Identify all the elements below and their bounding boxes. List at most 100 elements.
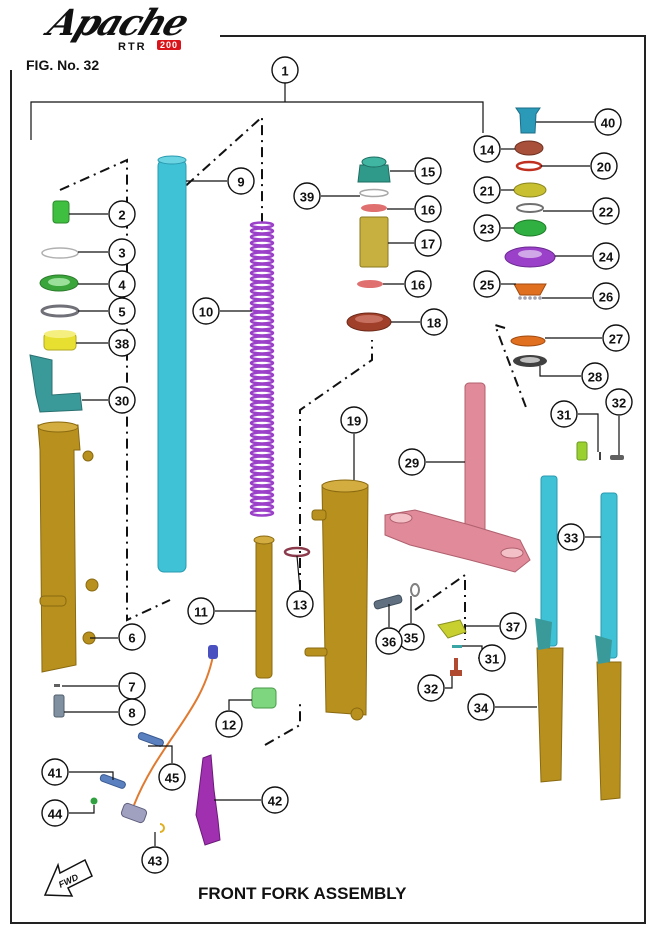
part-41-bolt-alt[interactable] xyxy=(137,732,164,747)
callout-13[interactable]: 13 xyxy=(286,590,314,618)
part-9-inner-tube[interactable] xyxy=(157,159,187,573)
spring-coil xyxy=(249,311,275,319)
part-8-bolt[interactable] xyxy=(53,694,65,718)
callout-2[interactable]: 2 xyxy=(108,200,136,228)
part-32-bolt-upper[interactable] xyxy=(610,455,624,460)
part-25-race[interactable] xyxy=(513,283,547,296)
callout-32[interactable]: 32 xyxy=(605,388,633,416)
callout-36[interactable]: 36 xyxy=(375,627,403,655)
callout-27[interactable]: 27 xyxy=(602,324,630,352)
callout-5[interactable]: 5 xyxy=(108,297,136,325)
callout-31[interactable]: 31 xyxy=(478,644,506,672)
callout-21[interactable]: 21 xyxy=(473,176,501,204)
callout-11[interactable]: 11 xyxy=(187,597,215,625)
part-34-fork-left[interactable] xyxy=(536,647,564,783)
part-29-bracket[interactable] xyxy=(384,509,531,573)
part-6-outer-tube[interactable] xyxy=(37,424,81,673)
part-19-outer-tube[interactable] xyxy=(321,484,369,716)
callout-32[interactable]: 32 xyxy=(417,674,445,702)
part-5-washer[interactable] xyxy=(40,304,80,318)
part-7-washer[interactable] xyxy=(54,684,60,687)
callout-29[interactable]: 29 xyxy=(398,448,426,476)
callout-37[interactable]: 37 xyxy=(499,612,527,640)
callout-7[interactable]: 7 xyxy=(118,672,146,700)
part-33-inner-tube-right[interactable] xyxy=(600,492,618,659)
part-39-oring[interactable] xyxy=(359,188,389,198)
part-15-cap[interactable] xyxy=(357,164,391,183)
part-13-oring[interactable] xyxy=(283,546,311,558)
callout-44[interactable]: 44 xyxy=(41,799,69,827)
callout-12[interactable]: 12 xyxy=(215,710,243,738)
callout-24[interactable]: 24 xyxy=(592,242,620,270)
callout-circle xyxy=(41,758,69,786)
part-26-balls[interactable] xyxy=(518,296,542,300)
callout-38[interactable]: 38 xyxy=(108,329,136,357)
callout-6[interactable]: 6 xyxy=(118,623,146,651)
part-36-bolt[interactable] xyxy=(373,594,403,610)
callout-30[interactable]: 30 xyxy=(108,386,136,414)
callout-10[interactable]: 10 xyxy=(192,297,220,325)
callout-19[interactable]: 19 xyxy=(340,406,368,434)
callout-18[interactable]: 18 xyxy=(420,308,448,336)
part-2-adjuster[interactable] xyxy=(52,200,70,224)
callout-14[interactable]: 14 xyxy=(473,135,501,163)
part-20-oring[interactable] xyxy=(515,160,543,172)
callout-35[interactable]: 35 xyxy=(397,623,425,651)
callout-17[interactable]: 17 xyxy=(414,229,442,257)
part-34-fork-right[interactable] xyxy=(596,661,622,801)
callout-number: 1 xyxy=(281,64,288,79)
part-16-washer-top[interactable] xyxy=(361,204,387,212)
callout-33[interactable]: 33 xyxy=(557,523,585,551)
part-35-washer[interactable] xyxy=(410,583,420,597)
part-41-bolt[interactable] xyxy=(99,774,126,789)
callout-26[interactable]: 26 xyxy=(592,282,620,310)
callout-8[interactable]: 8 xyxy=(118,698,146,726)
part-16-washer-bottom[interactable] xyxy=(357,280,383,288)
part-22-washer[interactable] xyxy=(516,203,544,213)
callout-1[interactable]: 1 xyxy=(271,56,299,84)
part-17-spacer[interactable] xyxy=(359,216,389,268)
callout-number: 3 xyxy=(118,246,125,261)
part-27-race[interactable] xyxy=(510,335,546,347)
callout-43[interactable]: 43 xyxy=(141,846,169,874)
part-37-clip[interactable] xyxy=(437,619,467,639)
part-42-brake-hose-holder[interactable] xyxy=(195,754,221,846)
callout-16[interactable]: 16 xyxy=(404,270,432,298)
part-44-grommet[interactable] xyxy=(90,797,98,805)
part-31-pin-lower[interactable] xyxy=(452,645,462,648)
callout-15[interactable]: 15 xyxy=(414,157,442,185)
part-21-nut[interactable] xyxy=(513,182,547,198)
callout-23[interactable]: 23 xyxy=(473,214,501,242)
callout-39[interactable]: 39 xyxy=(293,182,321,210)
part-3-circlip[interactable] xyxy=(41,247,79,259)
callout-40[interactable]: 40 xyxy=(594,108,622,136)
callout-25[interactable]: 25 xyxy=(473,270,501,298)
part-10-spring[interactable] xyxy=(249,221,275,517)
callout-20[interactable]: 20 xyxy=(590,152,618,180)
part-40-cap[interactable] xyxy=(515,107,541,134)
callout-3[interactable]: 3 xyxy=(108,238,136,266)
part-29-steering-stem[interactable] xyxy=(464,382,486,544)
part-43-clip[interactable] xyxy=(159,823,165,833)
callout-22[interactable]: 22 xyxy=(592,197,620,225)
callout-41[interactable]: 41 xyxy=(41,758,69,786)
callout-42[interactable]: 42 xyxy=(261,786,289,814)
callout-4[interactable]: 4 xyxy=(108,270,136,298)
callout-45[interactable]: 45 xyxy=(158,763,186,791)
part-31-pin-upper[interactable] xyxy=(599,452,601,460)
callout-28[interactable]: 28 xyxy=(581,362,609,390)
callout-31[interactable]: 31 xyxy=(550,400,578,428)
callout-16[interactable]: 16 xyxy=(414,195,442,223)
part-11-damper-rod[interactable] xyxy=(255,539,273,679)
callout-number: 14 xyxy=(480,143,495,158)
part-14-nut[interactable] xyxy=(514,140,544,156)
callout-9[interactable]: 9 xyxy=(227,167,255,195)
callout-34[interactable]: 34 xyxy=(467,693,495,721)
part-30-fork-guard[interactable] xyxy=(29,354,83,413)
part-37-clip-upper[interactable] xyxy=(576,441,588,461)
part-23-nut[interactable] xyxy=(513,219,547,237)
part-12-stopper[interactable] xyxy=(251,687,277,709)
parts-layer xyxy=(29,107,624,846)
part-32-bolt-lower[interactable] xyxy=(450,658,462,676)
part-45-speed-sensor-cable[interactable] xyxy=(133,649,215,806)
